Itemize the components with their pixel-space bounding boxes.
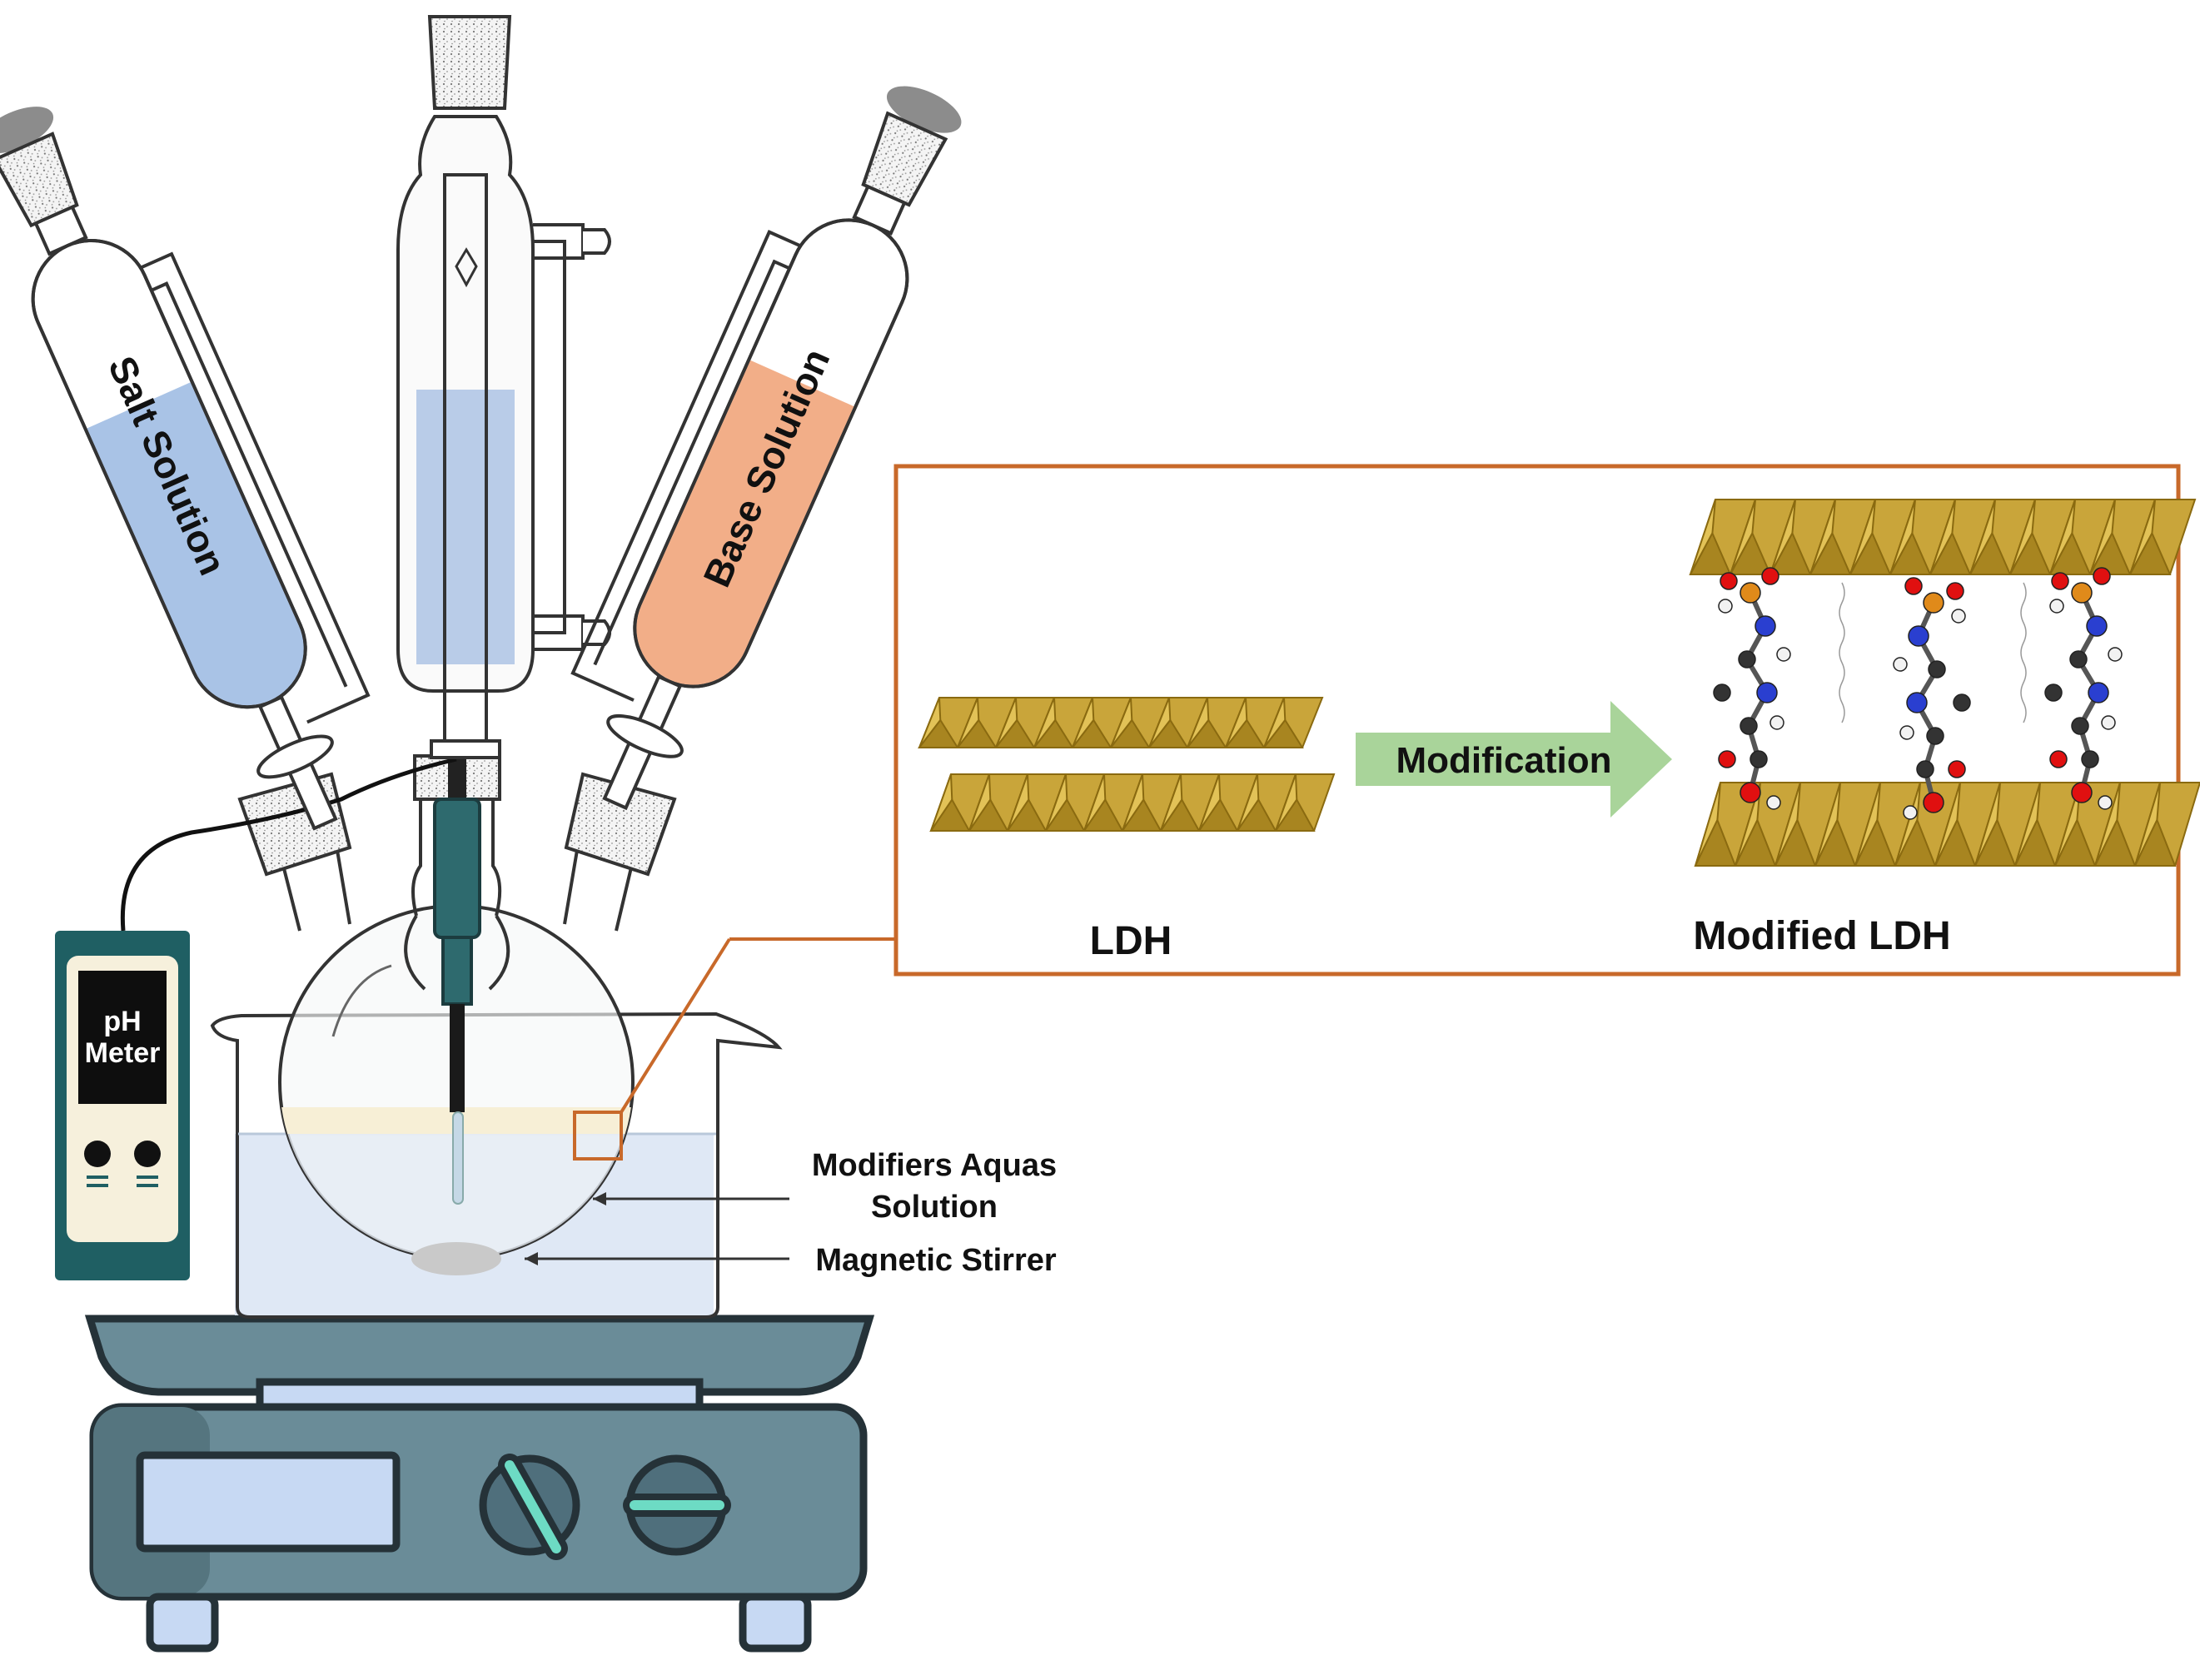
ldh-octahedra-icon [917,697,1324,748]
ldh-octahedra-icon [1694,782,2200,867]
modification-arrow-icon [1356,701,1672,818]
knob-left-icon[interactable] [479,1454,580,1560]
modification-label: Modification [1396,740,1611,781]
hotplate-display [136,1451,401,1553]
ph-meter-icon: pH Meter [55,757,457,1280]
stir-bar-icon [411,1242,501,1275]
modifiers-label-line2: Solution [871,1190,998,1225]
condenser-icon [396,15,611,759]
modifier-molecule-icon [1893,577,1971,820]
inset-panel: Modification LDH Modified LDH [893,464,2200,977]
callout-lines [525,937,896,1265]
hotplate-stirrer-icon [84,1315,875,1653]
ph-meter-button-right[interactable] [134,1141,161,1187]
knob-right-icon[interactable] [623,1454,731,1556]
ph-meter-button-left[interactable] [84,1141,111,1187]
ph-meter-screen [78,971,167,1104]
modified-ldh-label: Modified LDH [1693,914,1950,958]
dropping-funnel-left-icon: Salt Solution [0,107,371,831]
modifier-molecule-icon [1713,567,1791,810]
modifiers-label-line1: Modifiers Aquas [812,1148,1057,1183]
ldh-octahedra-icon [1689,499,2197,575]
ldh-octahedra-icon [929,773,1336,832]
ph-meter-label-line2: Meter [85,1037,161,1069]
modified-ldh-icon [1689,499,2200,867]
ldh-layers-icon [917,697,1336,832]
ph-probe-icon [411,756,501,1275]
modifier-molecule-icon [2044,567,2123,810]
ph-meter-label-line1: pH [103,1006,141,1037]
ldh-label: LDH [1090,919,1172,963]
magnetic-stirrer-label: Magnetic Stirrer [815,1243,1057,1278]
